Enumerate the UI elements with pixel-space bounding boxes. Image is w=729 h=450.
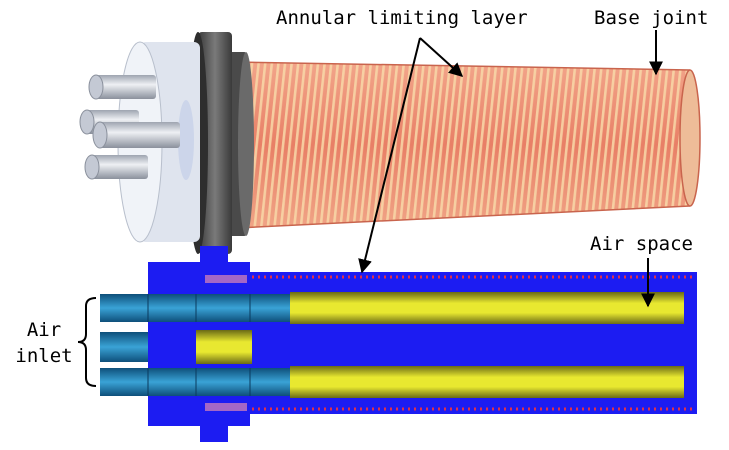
label-annular-limiting-layer: Annular limiting layer: [276, 7, 528, 29]
air-inlet-brace: [77, 297, 97, 387]
annotations: [77, 30, 663, 387]
actuator-cross-section: [100, 246, 697, 442]
arrow-limiting-layer-to-coil: [419, 37, 464, 77]
air-space-middle: [196, 330, 252, 364]
arrow-limiting-layer-to-section: [358, 37, 421, 274]
label-base-joint: Base joint: [594, 7, 709, 29]
air-space-upper: [290, 292, 684, 324]
coil-body: [235, 61, 701, 229]
label-air-inlet-line2: inlet: [15, 345, 73, 367]
label-air-inlet-line1: Air: [26, 319, 62, 341]
label-air-space: Air space: [590, 233, 693, 255]
label-air-inlet: Air inlet: [12, 320, 76, 366]
air-space-lower: [290, 366, 684, 398]
inlet-channel-lower: [100, 368, 290, 396]
actuator-3d-view: [79, 32, 701, 254]
base-joint-end-cap: [679, 69, 701, 207]
inlet-channel-middle: [100, 332, 148, 362]
inlet-pipes: [79, 74, 180, 180]
inlet-channel-upper: [100, 294, 290, 322]
